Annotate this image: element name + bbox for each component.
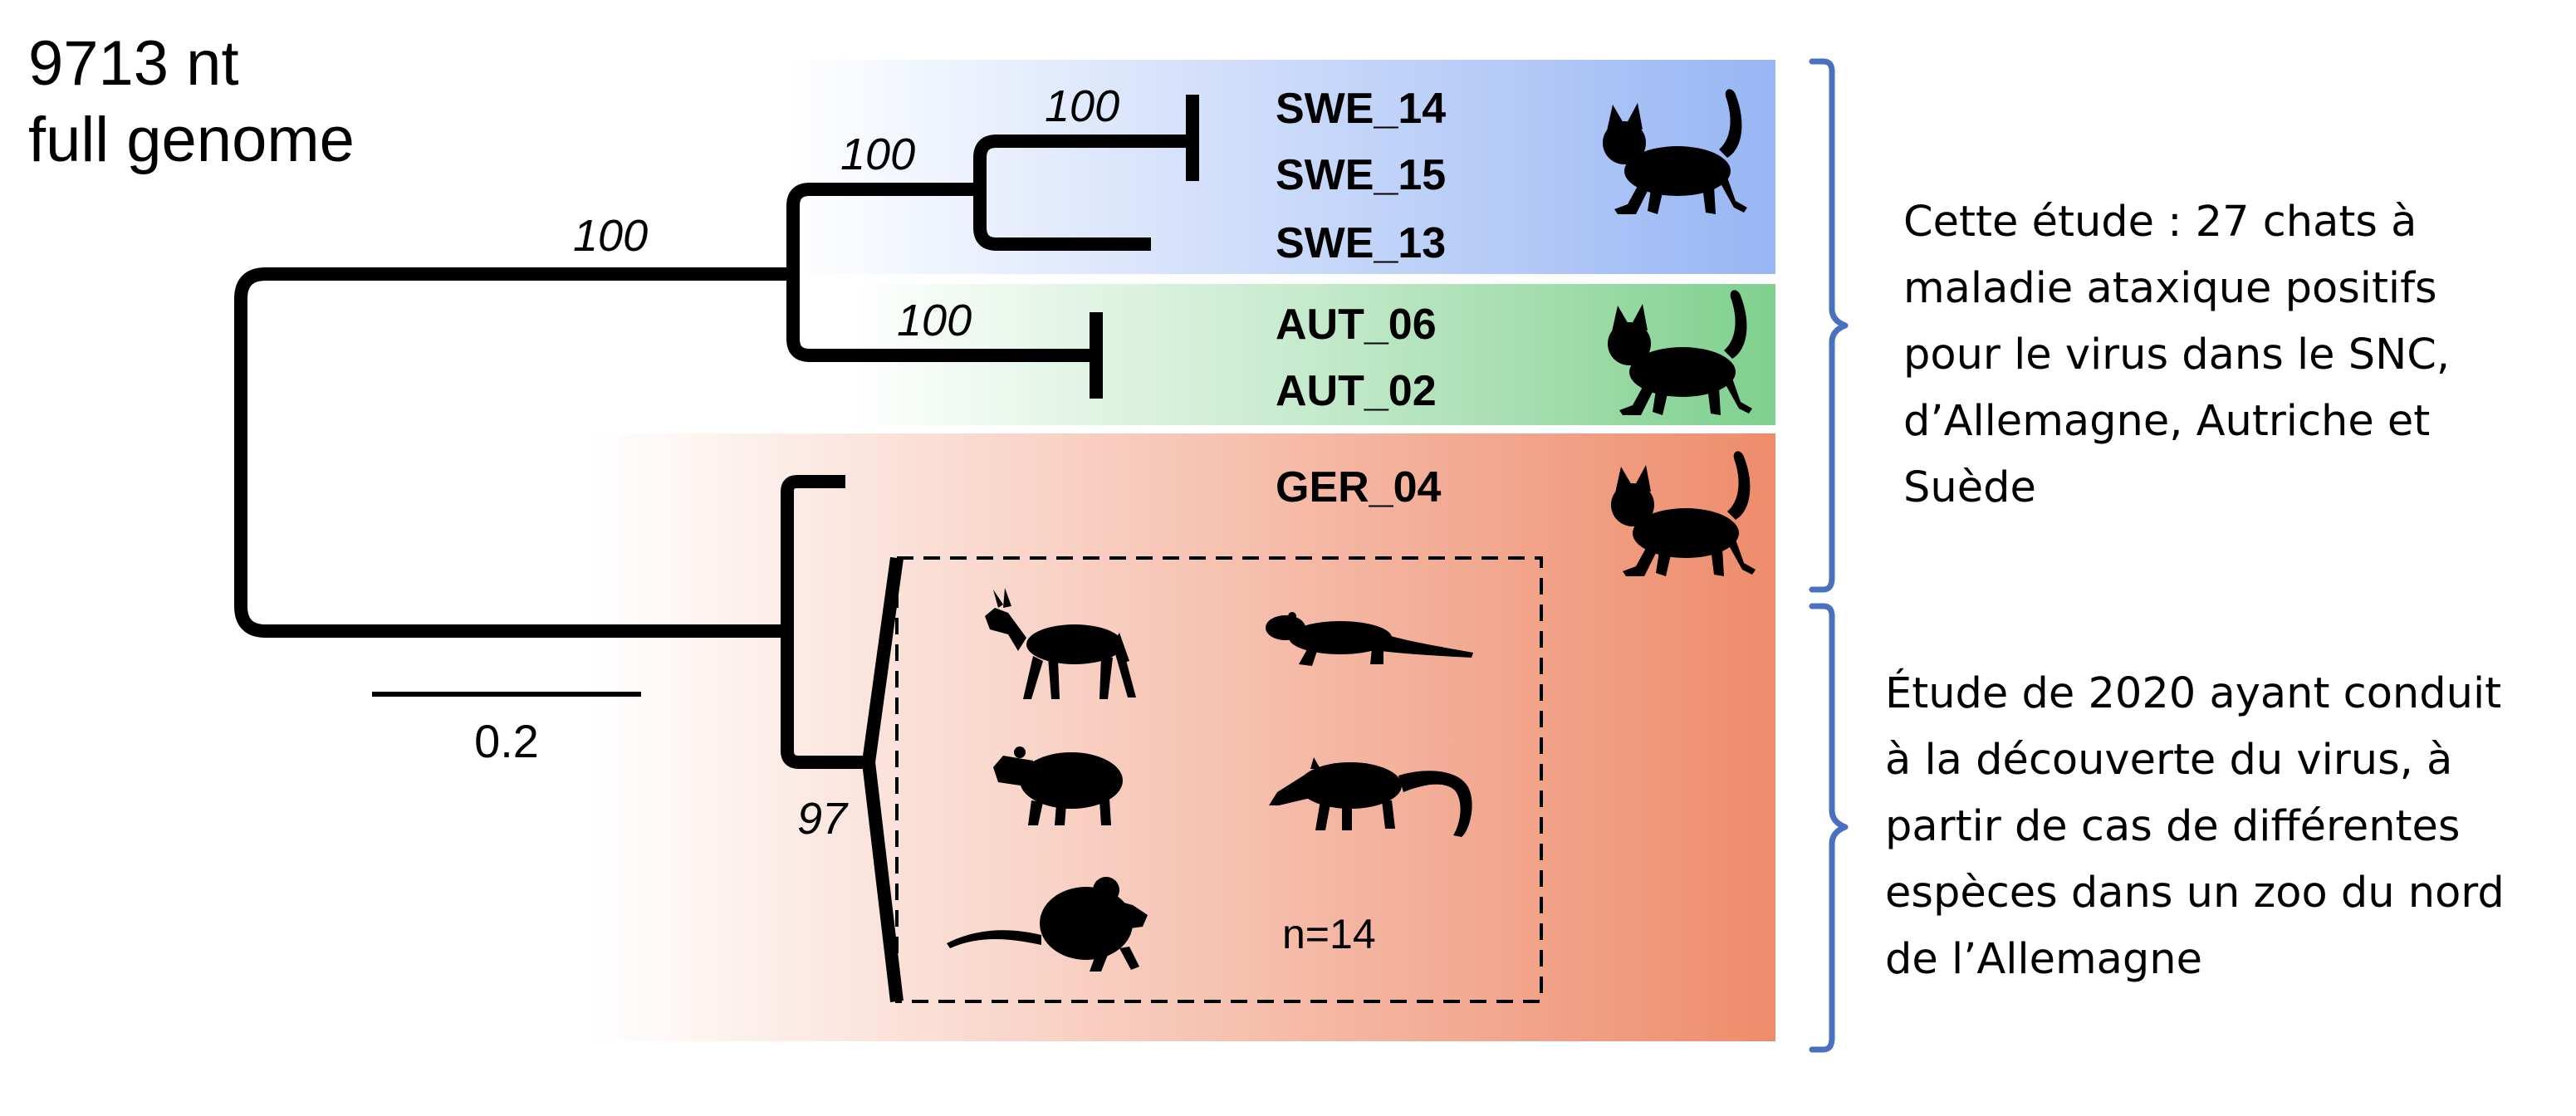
support-lower: 97 [797, 794, 849, 844]
support-aut: 100 [897, 296, 972, 345]
scale-bar-label: 0.2 [474, 715, 539, 767]
taxon-swe15: SWE_15 [1276, 151, 1446, 199]
phylogenetic-tree [234, 95, 1199, 1002]
taxon-swe13: SWE_13 [1276, 219, 1446, 267]
zoo-collapse-branch [862, 556, 904, 1002]
title-line-2: full genome [28, 105, 355, 175]
taxon-swe14: SWE_14 [1276, 85, 1446, 133]
swe-inner-branch [973, 135, 1197, 251]
swe-aut-branch [786, 183, 1096, 362]
support-root-upper: 100 [573, 211, 648, 261]
title-line-1: 9713 nt [28, 28, 239, 99]
support-swe-aut: 100 [840, 130, 915, 179]
sweden-clade-band [784, 60, 1775, 274]
zoo-case-count: n=14 [1282, 911, 1376, 957]
study-2020-line: Étude de 2020 ayant conduit [1885, 669, 2502, 718]
current-study-bracket [1809, 58, 1849, 593]
root-branch [234, 267, 787, 638]
germany-clade-band [591, 433, 1775, 1041]
study-2020-line: espèces dans un zoo du nord [1885, 869, 2505, 918]
study-2020-annotation: Étude de 2020 ayant conduit à la découve… [1885, 661, 2505, 993]
study-2020-line: à la découverte du virus, à [1885, 736, 2453, 785]
current-study-line: d’Allemagne, Autriche et [1903, 397, 2431, 446]
study-2020-line: de l’Allemagne [1885, 935, 2202, 984]
taxon-aut02: AUT_02 [1276, 367, 1437, 415]
taxon-aut06: AUT_06 [1276, 301, 1437, 349]
current-study-line: pour le virus dans le SNC, [1903, 330, 2451, 379]
taxon-ger04: GER_04 [1276, 463, 1442, 512]
support-swe-inner: 100 [1045, 81, 1119, 131]
study-2020-line: partir de cas de différentes [1885, 802, 2461, 851]
current-study-line: Suède [1903, 463, 2036, 512]
current-study-line: maladie ataxique positifs [1903, 264, 2437, 313]
zoo-cases-box [895, 556, 1543, 1003]
study-2020-bracket [1809, 603, 1849, 1053]
current-study-annotation: Cette étude : 27 chats à maladie ataxiqu… [1903, 189, 2450, 521]
lower-clade-branch [781, 475, 869, 769]
current-study-line: Cette étude : 27 chats à [1903, 198, 2417, 247]
